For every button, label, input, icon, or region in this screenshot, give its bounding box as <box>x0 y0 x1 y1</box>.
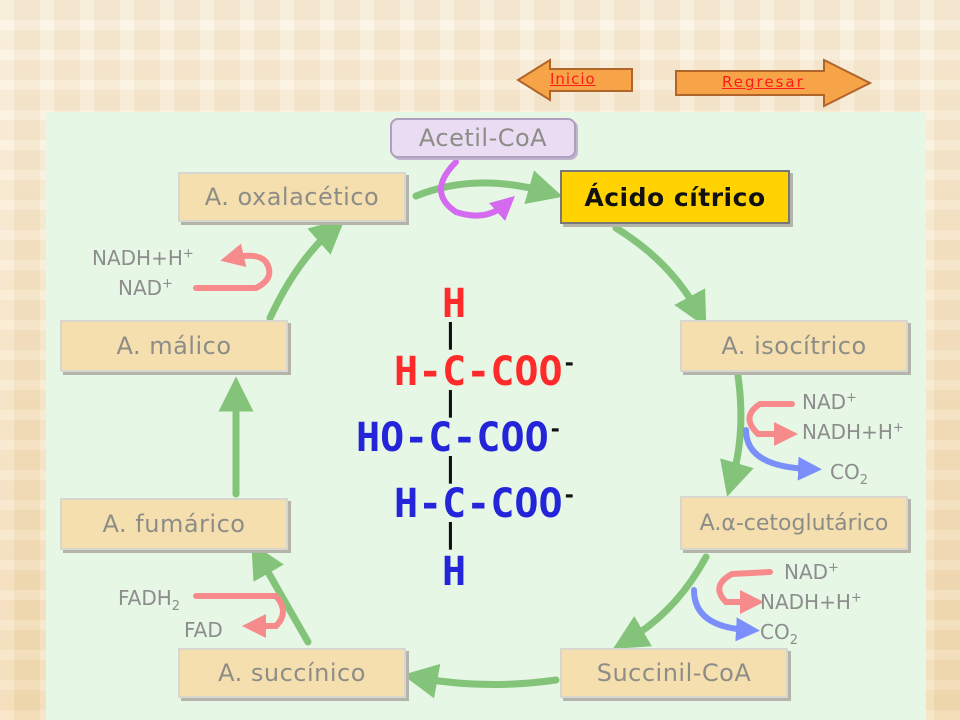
oxalacetico-box: A. oxalacético <box>178 172 406 222</box>
fad-loop-left <box>193 593 286 638</box>
succinico-box: A. succínico <box>178 648 406 698</box>
acetil-coa-box: Acetil-CoA <box>390 118 576 158</box>
nad-loop-right-bottom <box>716 569 773 614</box>
molecule-h-top: H <box>442 281 467 327</box>
co2-arrow-top <box>743 427 822 481</box>
acido-citrico-box: Ácido cítrico <box>560 170 790 224</box>
regresar-link[interactable]: Regresar <box>722 73 805 91</box>
krebs-cycle-diagram: Acetil-CoA Ácido cítrico A. oxalacético … <box>46 112 926 720</box>
isocitrico-box: A. isocítrico <box>680 320 908 372</box>
fad-label-left: FAD <box>184 618 223 642</box>
nad-loop-right-top <box>746 401 798 446</box>
acetil-arrow <box>438 159 515 221</box>
cetoglutarico-box: A.α-cetoglutárico <box>680 496 908 550</box>
nad-label-right-bottom: NAD+ <box>784 560 839 584</box>
co2-arrow-bottom <box>691 587 760 642</box>
nad-label-left: NAD+ <box>118 276 173 300</box>
nadh-label-left: NADH+H+ <box>92 246 194 270</box>
left-arrow-icon <box>516 58 633 102</box>
succinil-coa-box: Succinil-CoA <box>560 648 788 698</box>
molecule-row-3: H-C-COO- <box>394 481 576 527</box>
co2-label-right-bottom: CO2 <box>760 620 798 648</box>
nad-loop-left <box>193 243 273 291</box>
nad-label-right-top: NAD+ <box>802 390 857 414</box>
nadh-label-right-top: NADH+H+ <box>802 420 904 444</box>
molecule-bond-1: | <box>442 317 459 350</box>
inicio-link[interactable]: Inicio <box>550 70 596 88</box>
arrow-citrico-isocitrico <box>612 224 707 328</box>
nadh-label-right-bottom: NADH+H+ <box>760 590 862 614</box>
molecule-row-2: HO-C-COO- <box>356 415 562 461</box>
arrow-oxal-citrico <box>412 170 563 205</box>
co2-label-right-top: CO2 <box>830 460 868 488</box>
arrow-succinico-fumarico <box>251 542 312 646</box>
arrow-isocitrico-ceto <box>720 372 754 497</box>
arrow-succinil-succinico <box>402 663 560 699</box>
molecule-bond-4: | <box>442 517 459 550</box>
fadh2-label-left: FADH2 <box>118 586 181 614</box>
arrow-malico-oxal <box>266 218 346 322</box>
arrow-ceto-succinil <box>612 553 710 649</box>
right-arrow-icon <box>675 58 873 108</box>
inicio-nav[interactable]: Inicio <box>516 58 634 108</box>
molecule-bond-2: | <box>442 385 459 418</box>
regresar-nav[interactable]: Regresar <box>674 58 874 108</box>
fumarico-box: A. fumárico <box>60 498 288 550</box>
molecule-row-1: H-C-COO- <box>394 349 576 395</box>
malico-box: A. málico <box>60 320 288 372</box>
cycle-arrows <box>193 159 822 699</box>
molecule-bond-3: | <box>442 451 459 484</box>
molecule-h-bottom: H <box>442 549 467 595</box>
